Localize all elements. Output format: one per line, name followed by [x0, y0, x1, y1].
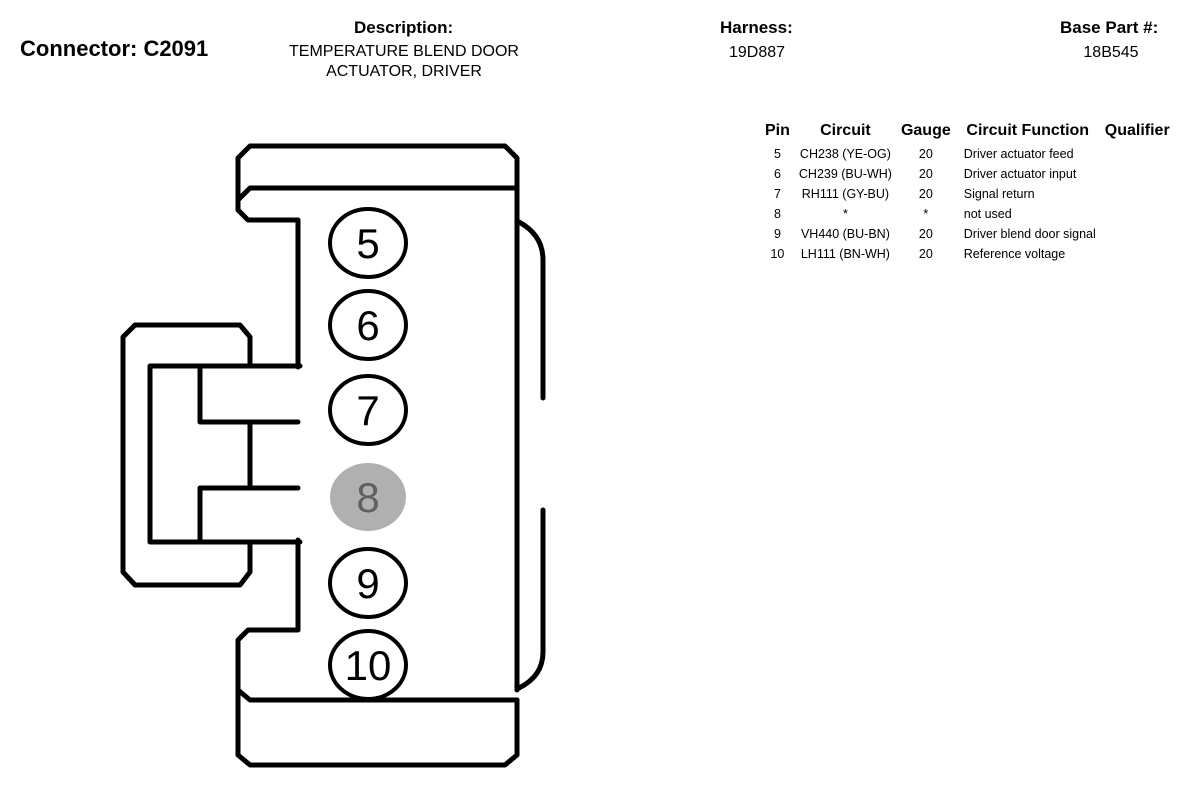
- pin-table: Pin Circuit Gauge Circuit Function Quali…: [760, 122, 1175, 264]
- table-row: 5 CH238 (YE-OG) 20 Driver actuator feed: [760, 144, 1175, 164]
- cell-gauge: 20: [918, 167, 933, 181]
- header-circuit-function: Circuit Function: [966, 122, 1090, 139]
- pin-label: 9: [356, 560, 379, 607]
- pin-circle: [328, 629, 408, 701]
- pin-circle: [328, 547, 408, 619]
- base-part-value: 18B545: [1083, 44, 1139, 61]
- pin-label: 8: [356, 474, 379, 521]
- pin-9: 9: [328, 547, 408, 619]
- harness-label: Harness:: [720, 18, 793, 37]
- base-part-label: Base Part #:: [1060, 18, 1159, 37]
- cell-gauge: 20: [918, 147, 933, 161]
- pin-label: 6: [356, 302, 379, 349]
- cell-gauge: 20: [918, 247, 933, 261]
- pin-7: 7: [328, 374, 408, 446]
- cell-pin: 6: [773, 167, 781, 181]
- cell-pin: 7: [773, 187, 781, 201]
- description-line-2: ACTUATOR, DRIVER: [326, 63, 482, 80]
- header-gauge: Gauge: [900, 122, 951, 139]
- connector-top-cap: [235, 143, 520, 370]
- cell-pin: 5: [773, 147, 781, 161]
- pin-6: 6: [328, 289, 408, 361]
- pin-10: 10: [328, 629, 408, 701]
- pin-table-body: 5 CH238 (YE-OG) 20 Driver actuator feed 6 CH2…: [760, 144, 1175, 264]
- pin-8: 8: [330, 463, 406, 531]
- cell-circuit: VH440 (BU-BN): [800, 227, 890, 241]
- harness-value: 19D887: [728, 44, 786, 61]
- latch-outer: [120, 322, 253, 588]
- header-qualifier: Qualifier: [1104, 122, 1170, 139]
- description-label: Description:: [354, 18, 454, 37]
- pin-label: 10: [345, 642, 392, 689]
- cell-circuit: CH238 (YE-OG): [799, 147, 891, 161]
- pin-circle: [328, 207, 408, 279]
- cell-gauge: 20: [918, 187, 933, 201]
- header-pin: Pin: [765, 122, 790, 139]
- table-row: 7 RH111 (GY-BU) 20 Signal return: [760, 184, 1175, 204]
- cell-circuit-function: not used: [963, 207, 1012, 221]
- connector-title: Connector: C2091: [20, 36, 209, 61]
- connector-bottom-inner: [235, 687, 520, 703]
- cell-circuit: LH111 (BN-WH): [800, 247, 890, 261]
- pin-label: 7: [356, 387, 379, 434]
- cell-circuit-function: Reference voltage: [963, 247, 1066, 261]
- header-circuit: Circuit: [820, 122, 871, 139]
- connector-right-rail-bottom: [516, 507, 546, 691]
- latch-middle: [197, 363, 301, 425]
- description-value: TEMPERATURE BLEND DOOR ACTUATOR, DRIVER: [254, 42, 554, 82]
- cell-circuit-function: Driver actuator feed: [963, 147, 1074, 161]
- cell-circuit: RH111 (GY-BU): [801, 187, 890, 201]
- connector-top-inner: [235, 185, 520, 203]
- table-row: 9 VH440 (BU-BN) 20 Driver blend door signal: [760, 224, 1175, 244]
- cell-circuit-function: Driver actuator input: [963, 167, 1077, 181]
- cell-circuit: *: [842, 207, 848, 221]
- cell-pin: 10: [770, 247, 785, 261]
- pin-circle: [330, 463, 406, 531]
- table-row: 8 * * not used: [760, 204, 1175, 224]
- pin-label: 5: [356, 220, 379, 267]
- cell-circuit-function: Driver blend door signal: [963, 227, 1096, 241]
- connector-right-rail-top: [516, 219, 546, 401]
- description-line-1: TEMPERATURE BLEND DOOR: [289, 43, 519, 60]
- pin-circle: [328, 289, 408, 361]
- cell-circuit-function: Signal return: [963, 187, 1035, 201]
- cell-gauge: 20: [918, 227, 933, 241]
- cell-circuit: CH239 (BU-WH): [798, 167, 892, 181]
- table-row: 6 CH239 (BU-WH) 20 Driver actuator input: [760, 164, 1175, 184]
- cell-pin: 8: [773, 207, 781, 221]
- cell-pin: 9: [773, 227, 781, 241]
- pin-5: 5: [328, 207, 408, 279]
- pin-circle: [328, 374, 408, 446]
- pin-group: 5 6 7 8 9 10: [328, 207, 408, 701]
- latch-middle-2: [197, 485, 301, 545]
- cell-gauge: *: [923, 207, 929, 221]
- latch-inner: [147, 363, 303, 545]
- pin-table-header-row: Pin Circuit Gauge Circuit Function Quali…: [760, 122, 1175, 144]
- connector-bottom-cap: [235, 537, 520, 768]
- table-row: 10 LH111 (BN-WH) 20 Reference voltage: [760, 244, 1175, 264]
